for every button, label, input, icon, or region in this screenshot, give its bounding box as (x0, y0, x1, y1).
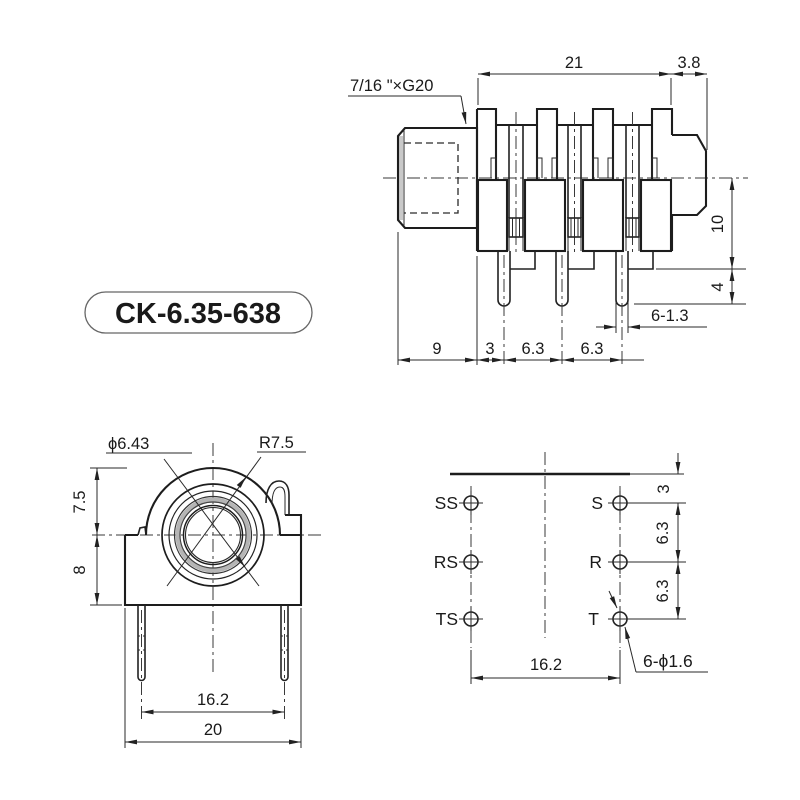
dim-8-text: 8 (71, 565, 89, 574)
jack-rings (161, 483, 265, 587)
upper-contact-towers (477, 107, 674, 180)
dim-7-5-text: 7.5 (71, 491, 89, 514)
dim-row-3-text: 3 (655, 484, 673, 493)
dim-21-text: 21 (565, 54, 583, 72)
dim-col-16-2-text: 16.2 (530, 656, 562, 674)
pin-hole-S: S (591, 491, 632, 515)
clip-outer (265, 480, 290, 515)
front-pins (137, 605, 289, 720)
dim-21: 21 (477, 54, 672, 105)
part-number-badge: CK-6.35-638 (84, 291, 313, 334)
pin-label-T: T (588, 609, 599, 629)
dim-cols: 16.2 (471, 656, 620, 681)
dim-front-16-2-text: 16.2 (197, 691, 229, 709)
pin-hole-SS: SS (435, 491, 483, 515)
dim-6-1-3: 6-1.3 (596, 302, 707, 333)
dim-3-8-text: 3.8 (678, 54, 701, 72)
dim-20: 20 (124, 608, 302, 748)
dim-10-4: 10 4 (634, 178, 746, 305)
side-pins (497, 251, 654, 364)
thread-callout: 7/16 "×G20 (348, 77, 467, 125)
front-view: ϕ6.43 R7.5 7.5 8 16.2 (71, 434, 322, 748)
dim-bottom-chain: 9 3 6.3 6.3 (397, 232, 644, 365)
dim-3-8: 3.8 (671, 54, 708, 150)
pin-label-TS: TS (436, 609, 458, 629)
diagonal-leaders (163, 456, 262, 587)
dim-6-3b-text: 6.3 (581, 340, 604, 358)
pin-label-R: R (589, 552, 602, 572)
dim-4-text: 4 (709, 282, 727, 291)
hole-spec-callout: 6-ϕ1.6 (608, 590, 708, 673)
front-body (123, 467, 303, 607)
rear-cap (670, 133, 708, 251)
lower-blocks (476, 178, 673, 253)
pin-hole-TS: TS (436, 607, 483, 631)
pin-holes: SS RS TS S R T (434, 491, 632, 631)
pin-label-RS: RS (434, 552, 458, 572)
dim-9-text: 9 (432, 340, 441, 358)
dim-7-5-8: 7.5 8 (71, 467, 127, 606)
hidden-bore (404, 142, 459, 214)
dim-3-text: 3 (485, 340, 494, 358)
dim-10-text: 10 (709, 215, 727, 233)
dim-rows: 3 6.3 6.3 (654, 453, 681, 619)
part-number-text: CK-6.35-638 (115, 298, 281, 330)
front-callouts: ϕ6.43 R7.5 (106, 434, 306, 454)
pin-hole-RS: RS (434, 550, 483, 574)
dim-row-6-3b-text: 6.3 (654, 580, 672, 603)
dim-6-1-3-text: 6-1.3 (651, 307, 689, 325)
dim-row-6-3a-text: 6.3 (654, 522, 672, 545)
dim-front-16-2: 16.2 (141, 691, 285, 715)
hatch-sections (508, 217, 640, 251)
contact-slots (490, 112, 658, 255)
dim-6-3a-text: 6.3 (522, 340, 545, 358)
clip-inner (271, 486, 286, 515)
hole-dia-text: ϕ6.43 (108, 435, 149, 453)
side-view: 7/16 "×G20 21 3.8 10 4 (348, 54, 748, 365)
dim-20-text: 20 (204, 721, 222, 739)
pin-layout-view: SS RS TS S R T (434, 452, 708, 684)
hole-spec-text: 6-ϕ1.6 (643, 651, 693, 671)
pin-label-S: S (591, 493, 603, 513)
pin-label-SS: SS (435, 493, 458, 513)
pin-hole-R: R (589, 550, 632, 574)
dome (144, 467, 282, 536)
thread-label: 7/16 "×G20 (350, 77, 433, 95)
radius-text: R7.5 (259, 434, 294, 452)
right-step (285, 513, 303, 535)
